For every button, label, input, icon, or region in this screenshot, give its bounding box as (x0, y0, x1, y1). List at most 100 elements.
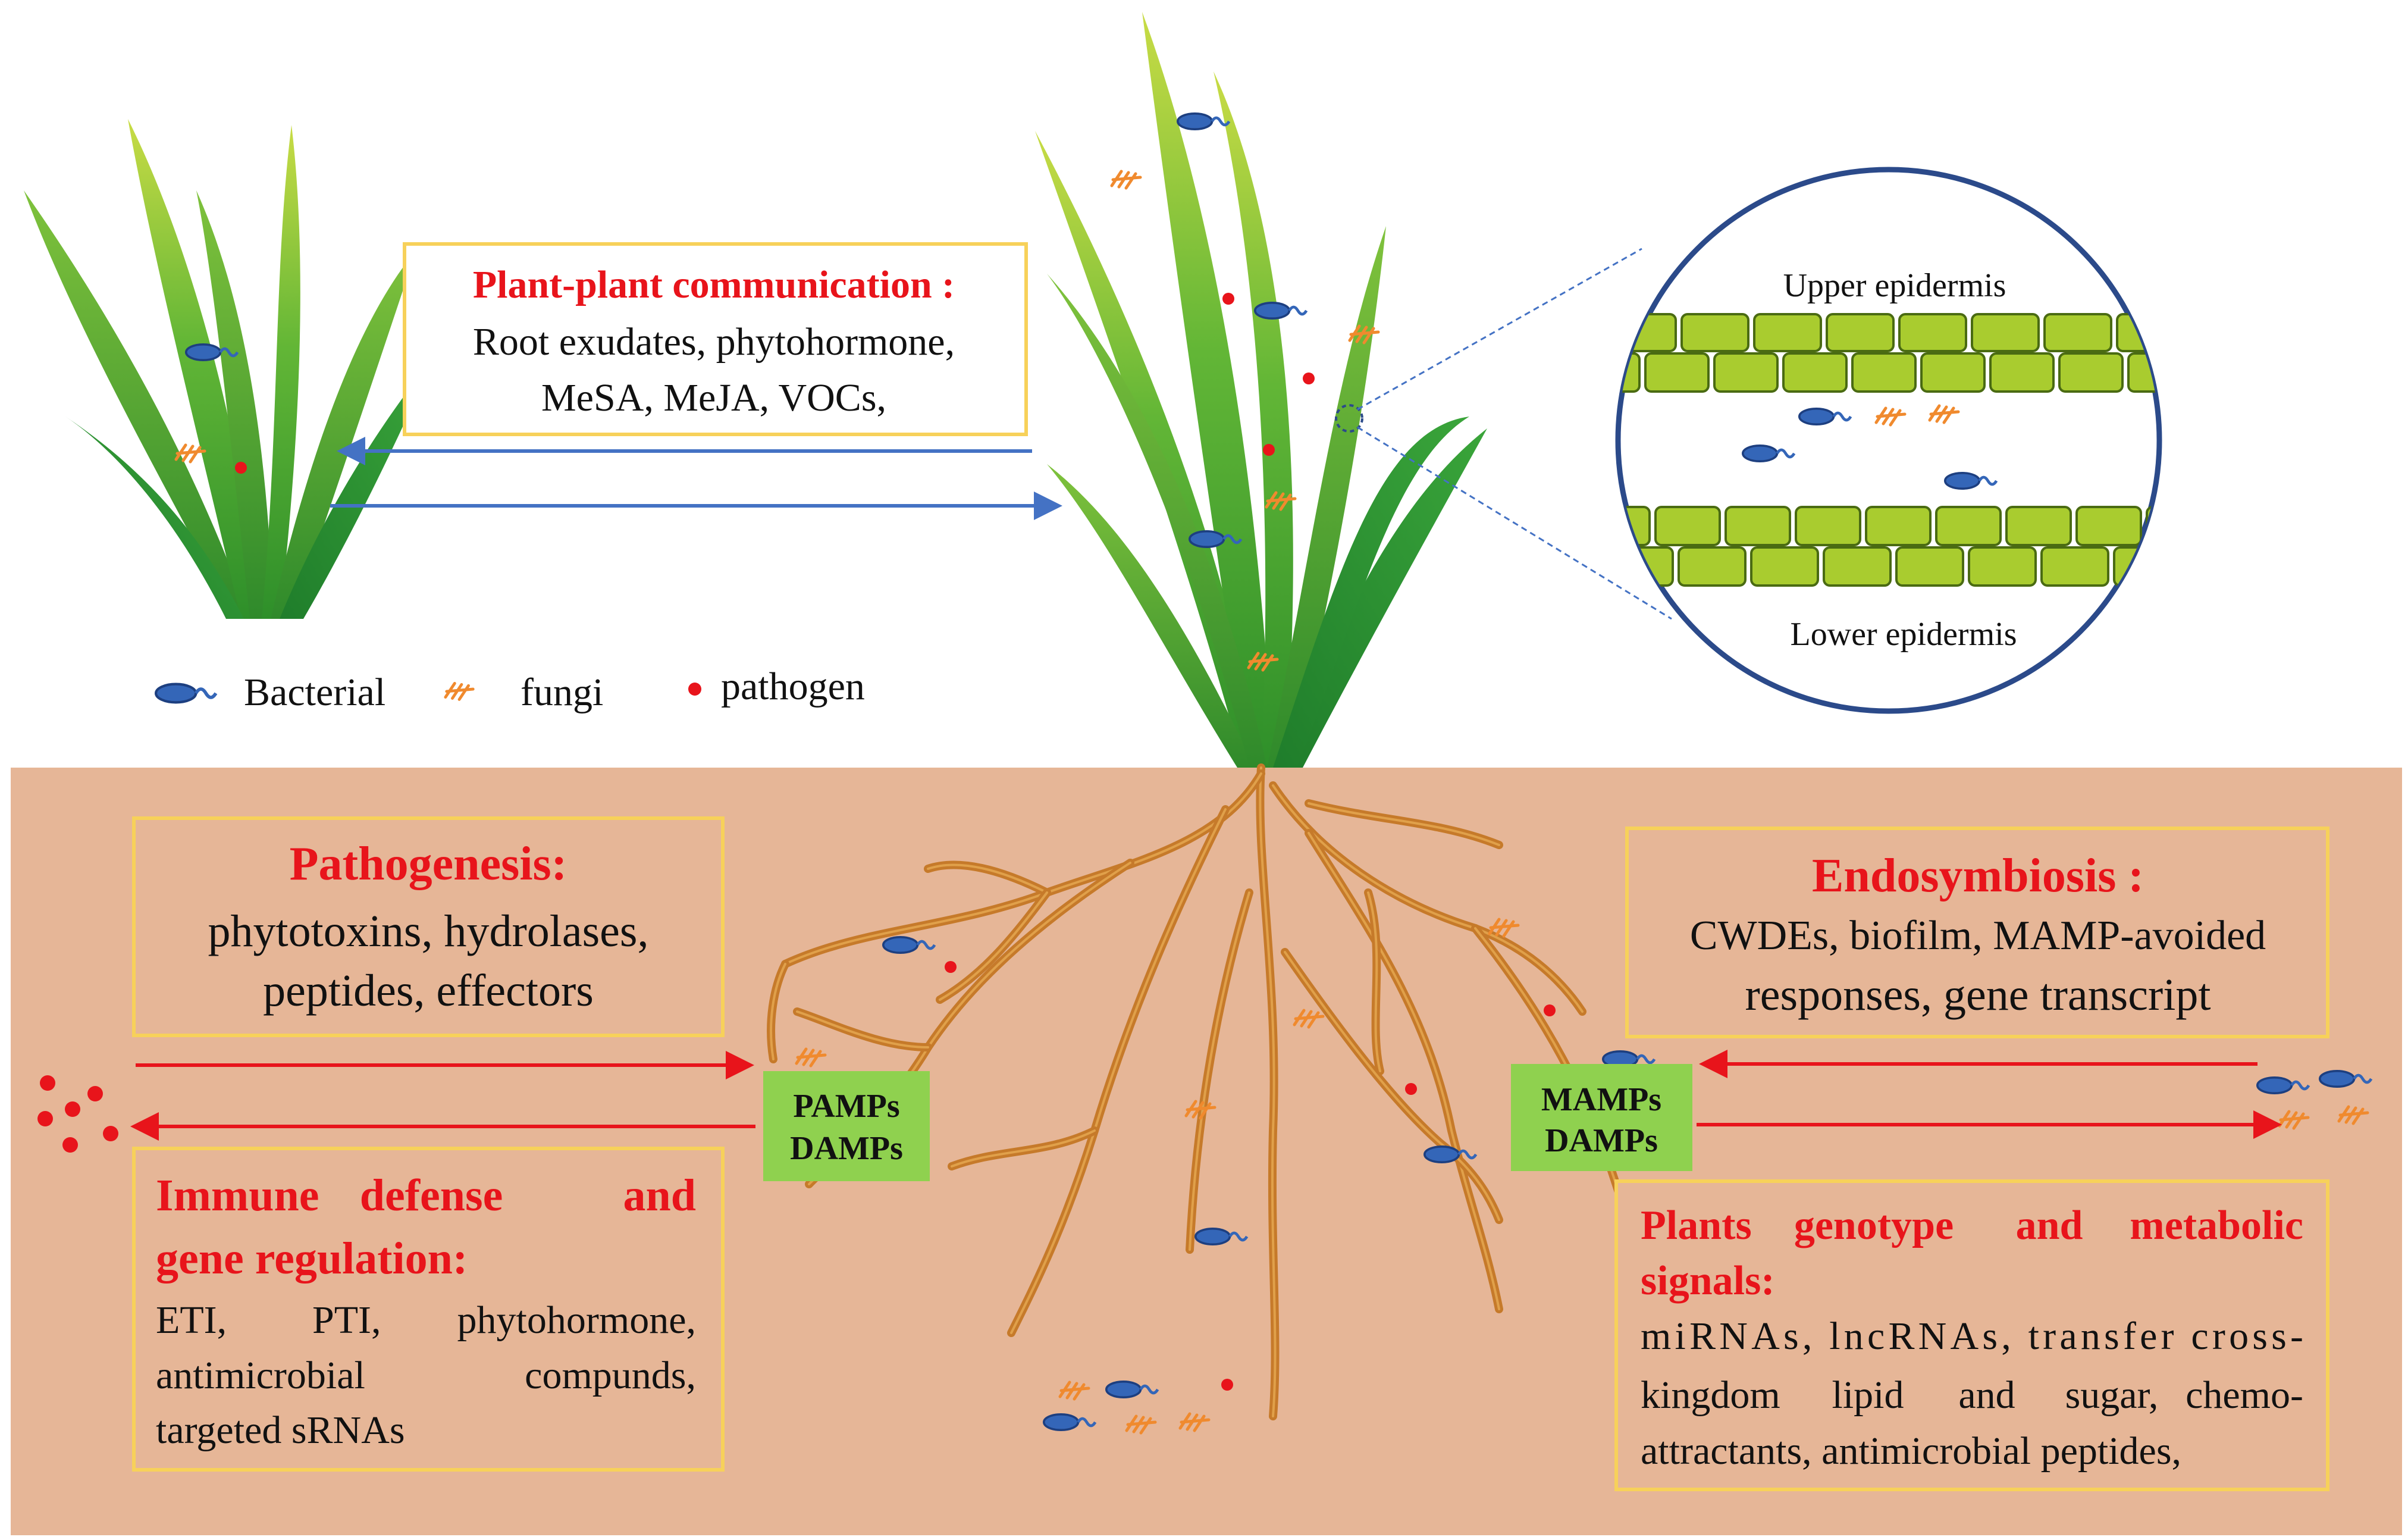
bacteria-icon (1255, 303, 1306, 318)
pathogen-dot-icon (62, 1137, 78, 1153)
epidermis-cell (1725, 506, 1791, 546)
endosymbiosis-title: Endosymbiosis : (1812, 850, 2144, 902)
pathogen-dot-icon (65, 1101, 80, 1117)
genotype-line-1: miRNAs, lncRNAs, transfer cross- (1641, 1314, 2303, 1358)
genotype-title-word: Plants (1641, 1203, 1752, 1248)
epidermis-cell (1865, 506, 1932, 546)
legend-pathogen-label: pathogen (721, 665, 865, 708)
epidermis-cell (1968, 546, 2037, 587)
root-branch-highlight (1010, 808, 1227, 1334)
bacteria-icon (1178, 114, 1229, 129)
mamps-label: MAMPs (1541, 1081, 1661, 1118)
genotype-text-word: lipid (1832, 1373, 1904, 1417)
immune-text-word: compunds, (525, 1354, 696, 1397)
epidermis-cell (1795, 506, 1861, 546)
endosymbiosis-box (1625, 827, 2329, 1038)
left-plant (24, 119, 434, 619)
epidermis-cell (1713, 352, 1779, 393)
root-branch-highlight (1284, 951, 1500, 1221)
upper-epidermis-label: Upper epidermis (1783, 267, 2006, 304)
legend-fungi-label: fungi (521, 671, 603, 714)
epidermis-cell (2005, 506, 2072, 546)
epidermis-cell (2127, 352, 2159, 393)
legend-fungi-icon (446, 683, 473, 699)
epidermis-cell (1971, 313, 2040, 352)
zoom-line (1357, 426, 1672, 620)
root-branch-highlight (1367, 891, 1381, 1072)
epidermis-cell (1654, 506, 1721, 546)
fungi-icon (1112, 171, 1140, 188)
pathogenesis-line-1: phytotoxins, hydrolases, (208, 906, 649, 956)
center-plant (1035, 12, 1487, 768)
pathogenesis-box (132, 816, 725, 1037)
pathogen-dot-icon (103, 1126, 118, 1141)
epidermis-cell (1618, 506, 1651, 546)
epidermis-cell (1618, 546, 1674, 587)
epidermis-cell (1989, 352, 2055, 393)
epidermis-cell (1920, 352, 1986, 393)
immune-text-word: phytohormone, (457, 1298, 696, 1342)
root-branch-highlight (1308, 832, 1500, 1310)
root-branch-highlight (1259, 766, 1277, 1417)
genotype-text-word: kingdom (1641, 1373, 1780, 1417)
immune-title-word: defense (360, 1170, 503, 1220)
epidermis-cell (1678, 546, 1747, 587)
pathogen-dot-icon (1221, 1379, 1233, 1391)
immune-text-word: PTI, (312, 1298, 381, 1342)
pathogen-dot-icon (40, 1075, 55, 1091)
communication-line-2: MeSA, MeJA, VOCs, (541, 376, 886, 420)
pathogen-dot-icon (945, 961, 957, 973)
pathogen-dot-icon (1544, 1004, 1556, 1016)
pathogen-dot-icon (1405, 1083, 1417, 1095)
epidermis-cell (1680, 313, 1749, 352)
genotype-text-word: chemo- (2186, 1373, 2303, 1417)
endosymbiosis-line-1: CWDEs, biofilm, MAMP-avoided (1690, 913, 2266, 959)
root-branch-highlight (770, 963, 786, 1060)
epidermis-cell (2058, 352, 2124, 393)
immune-title-line-2: gene regulation: (156, 1234, 468, 1284)
communication-box (403, 242, 1028, 436)
epidermis-cell (1898, 313, 1967, 352)
communication-line-1: Root exudates, phytohormone, (473, 320, 955, 364)
genotype-box (1614, 1179, 2329, 1491)
communication-title: Plant-plant communication : (473, 263, 955, 306)
epidermis-cell (1935, 506, 2002, 546)
lower-epidermis-label: Lower epidermis (1791, 616, 2017, 653)
immune-title-word: and (623, 1170, 696, 1220)
zoom-marker (1335, 404, 1363, 433)
pathogenesis-line-2: peptides, effectors (263, 966, 594, 1016)
epidermis-cell (2043, 313, 2112, 352)
epidermis-cell (1851, 352, 1917, 393)
legend-bacterial-label: Bacterial (244, 671, 385, 714)
damps-label: DAMPs (790, 1130, 903, 1167)
root-branch-highlight (939, 891, 1048, 1001)
root-branch-highlight (927, 863, 1048, 894)
pathogen-dot-icon (1303, 373, 1315, 384)
root-branch-highlight (1272, 784, 1584, 1013)
root-branch-highlight (1189, 891, 1250, 1251)
legend-pathogen-icon (688, 683, 701, 696)
immune-box (132, 1147, 725, 1472)
epidermis-cell (1644, 352, 1710, 393)
immune-text-word: antimicrobial (156, 1354, 365, 1397)
genotype-title-word: metabolic (2130, 1203, 2303, 1248)
root-branch-highlight (951, 1129, 1096, 1167)
epidermis-cell (1895, 546, 1964, 587)
immune-text-word: ETI, (156, 1298, 227, 1342)
epidermis-cell (2116, 313, 2159, 352)
zoom-line (1357, 248, 1642, 411)
pamps-damps-label (763, 1071, 930, 1181)
epidermis-cell (1826, 313, 1895, 352)
epidermis-cell (1782, 352, 1848, 393)
pathogen-dot-icon (1263, 444, 1275, 456)
genotype-title-line-2: signals: (1641, 1258, 1775, 1304)
genotype-title-word: genotype (1794, 1203, 1954, 1248)
epidermis-zoom-circle (1615, 167, 2162, 714)
root-branch-highlight (1308, 802, 1500, 846)
epidermis-cell (1823, 546, 1892, 587)
pathogen-dot-icon (87, 1086, 103, 1101)
damps-label: DAMPs (1545, 1122, 1658, 1159)
epidermis-cell (1753, 313, 1822, 352)
pathogenesis-title: Pathogenesis: (290, 838, 567, 890)
